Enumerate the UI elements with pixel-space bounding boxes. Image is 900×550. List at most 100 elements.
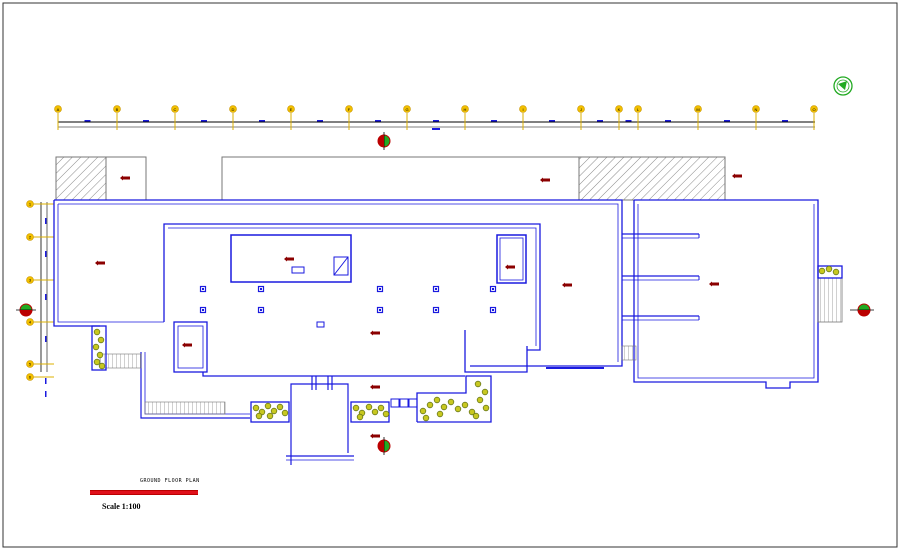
room-tags (95, 173, 742, 439)
grid-label: I (522, 107, 523, 112)
grid-label: N (755, 107, 758, 112)
shrub (461, 401, 469, 409)
column (432, 285, 440, 293)
grid-label: 6 (29, 375, 32, 380)
shrub (93, 358, 101, 366)
grid-bubble-k: K (615, 105, 632, 130)
corridor-steps (144, 401, 226, 415)
shrub (266, 412, 274, 420)
grid-label: 2 (29, 235, 32, 240)
grid-label: C (174, 107, 177, 112)
grid-bubble-c: C (171, 105, 207, 130)
shrub (468, 408, 476, 416)
column (376, 306, 384, 314)
column (199, 306, 207, 314)
shrub (352, 404, 360, 412)
hatched-ramp-left (55, 156, 107, 201)
grid-label: E (290, 107, 293, 112)
grid-label: D (232, 107, 235, 112)
grid-label: 5 (29, 362, 32, 367)
right-steps (817, 277, 843, 323)
grid-bubble-4: 4 (26, 318, 54, 342)
grid-label: F (348, 107, 351, 112)
grid-label: O (812, 107, 815, 112)
room-tag-icon (182, 342, 192, 348)
shrub (481, 388, 489, 396)
grid-bubble-o: O (810, 105, 818, 130)
column (257, 306, 265, 314)
room-tag-icon (370, 433, 380, 439)
grid-bubble-3: 3 (26, 276, 54, 300)
shrub (371, 408, 379, 416)
column (199, 285, 207, 293)
plan-title: GROUND FLOOR PLAN (140, 478, 200, 484)
grid-bubble-m: M (694, 105, 730, 130)
shrub (832, 268, 840, 276)
shrub (98, 362, 106, 370)
grid-bubble-i: I (519, 105, 555, 130)
grid-bubble-e: E (287, 105, 323, 130)
column (432, 306, 440, 314)
grid-bubble-g: G (403, 105, 439, 130)
room-tag-icon (120, 175, 130, 181)
main-building-walls (53, 199, 623, 465)
room-tag-icon (370, 330, 380, 336)
room-tag-icon (540, 177, 550, 183)
grid-label: M (696, 107, 699, 112)
shrub (454, 405, 462, 413)
shrub (252, 404, 260, 412)
shrub (377, 404, 385, 412)
right-wing-walls (622, 199, 819, 389)
grid-label: G (405, 107, 408, 112)
shrub (276, 403, 284, 411)
section-marker-icon (377, 132, 391, 150)
shrub (472, 412, 480, 420)
north-arrow-icon (833, 76, 853, 96)
room-tag-icon (284, 256, 294, 262)
shrub (255, 412, 263, 420)
grid-bubble-d: D (229, 105, 265, 130)
shrub (433, 396, 441, 404)
shrub (422, 414, 430, 422)
grid-bubble-1: 1 (26, 200, 54, 224)
grid-bubble-f: F (345, 105, 381, 130)
shrub (440, 403, 448, 411)
hatched-ramp-right (578, 156, 726, 201)
grid-label: J (580, 107, 582, 112)
shrub (482, 404, 490, 412)
room-tag-icon (732, 173, 742, 179)
shrub (382, 410, 390, 418)
room-tag-icon (95, 260, 105, 266)
section-marker-icon (850, 303, 874, 317)
planters (91, 265, 843, 423)
grid-bubble-b: B (113, 105, 149, 130)
grid-bubble-n: N (752, 105, 788, 130)
porch-center (221, 156, 579, 200)
shrub (281, 409, 289, 417)
shrub (92, 343, 100, 351)
shrub (447, 398, 455, 406)
column (489, 306, 497, 314)
scale-label: Scale 1:100 (102, 502, 141, 511)
grid-label: A (57, 107, 60, 112)
column (376, 285, 384, 293)
room-tag-icon (370, 384, 380, 390)
left-grid-line: 1 2 3 4 5 6 (26, 200, 54, 397)
grid-bubble-l: L (634, 105, 671, 130)
shrub (825, 265, 833, 273)
grid-bubble-6: 6 (26, 373, 54, 397)
shrub (264, 402, 272, 410)
column (257, 285, 265, 293)
grid-label: L (637, 107, 640, 112)
grid-label: 1 (29, 202, 32, 207)
grid-label: 3 (29, 278, 32, 283)
grid-bubble-a: A (54, 105, 91, 130)
grid-bubble-5: 5 (26, 360, 54, 384)
grid-label: K (618, 107, 621, 112)
grid-bubble-j: J (577, 105, 603, 130)
section-marker-icon (16, 303, 36, 317)
shrub (270, 407, 278, 415)
grid-bubble-h: H (461, 105, 497, 130)
mid-steps (621, 345, 637, 361)
